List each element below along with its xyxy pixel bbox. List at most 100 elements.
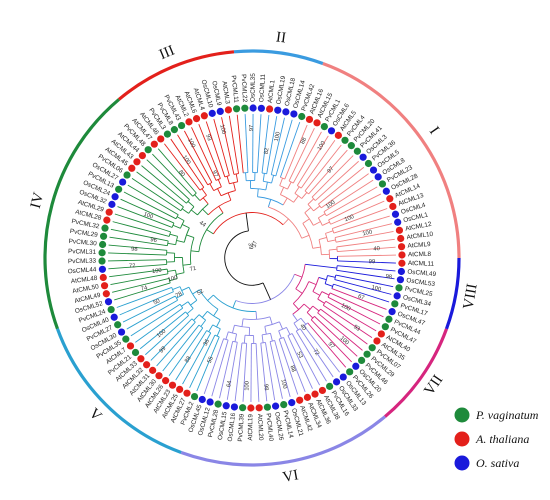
- leaf-dot: [137, 355, 144, 362]
- clade-label-viii: VIII: [461, 282, 481, 310]
- branch-line: [245, 114, 248, 172]
- branch-line: [313, 222, 320, 226]
- leaf-dot: [379, 180, 386, 187]
- leaf-dot: [306, 116, 313, 123]
- leaf-dot: [256, 404, 263, 411]
- bootstrap-label: 100: [167, 275, 178, 283]
- branch-line: [219, 206, 223, 213]
- leaf-label: AtCML10: [406, 231, 434, 241]
- bootstrap-label: 96: [150, 237, 157, 244]
- branch-line: [286, 327, 290, 334]
- branch-line: [173, 287, 180, 290]
- branch-line: [207, 230, 214, 234]
- branch-line: [272, 175, 274, 183]
- branch-line: [328, 240, 336, 242]
- leaf-dot: [100, 233, 107, 240]
- branch-line: [325, 284, 333, 287]
- leaf-dot: [139, 152, 146, 159]
- branch-line: [328, 297, 380, 324]
- branch-line: [168, 270, 176, 271]
- branch-line: [232, 325, 234, 333]
- branch-line: [325, 231, 333, 234]
- leaf-dot: [247, 404, 254, 411]
- branch-line: [244, 335, 245, 343]
- bootstrap-label: 98: [385, 274, 392, 281]
- branch-line: [322, 292, 329, 295]
- branch-line: [176, 331, 207, 381]
- branch-line: [216, 320, 220, 327]
- branch-line: [227, 342, 237, 400]
- branch-line: [261, 343, 267, 401]
- leaf-dot: [155, 372, 162, 379]
- leaf-label: OsCML44: [67, 266, 97, 275]
- leaf-dot: [111, 314, 118, 321]
- leaf-dot: [346, 368, 353, 375]
- leaf-dot: [363, 351, 370, 358]
- branch-line: [218, 189, 222, 196]
- branch-line: [322, 222, 329, 225]
- branch-line: [280, 178, 283, 185]
- leaf-dot: [207, 398, 214, 405]
- branch-line: [305, 208, 311, 213]
- branch-line: [170, 234, 178, 236]
- leaf-dot: [241, 105, 248, 112]
- leaf-dot: [304, 394, 311, 401]
- leaf-dot: [398, 268, 405, 275]
- branch-line: [182, 224, 189, 227]
- bootstrap-label: 100: [186, 138, 196, 149]
- branch-line: [319, 277, 327, 279]
- legend-label: P. vaginatum: [475, 408, 539, 422]
- bootstrap-label: 88: [184, 355, 193, 364]
- legend-label: A. thaliana: [475, 432, 529, 446]
- branch-line: [268, 199, 270, 207]
- leaf-dot: [225, 106, 232, 113]
- branch-line: [182, 209, 189, 214]
- branch-line: [293, 314, 298, 320]
- branch-line: [318, 214, 325, 218]
- leaf-dot: [111, 193, 118, 200]
- branch-line: [227, 176, 229, 184]
- leaf-dot: [398, 260, 405, 267]
- leaf-label: PvCML39: [237, 413, 246, 442]
- clade-arc-viii: [447, 258, 459, 329]
- bootstrap-label: 97: [211, 170, 219, 178]
- leaf-dot: [391, 300, 398, 307]
- bootstrap-label: 100: [344, 214, 355, 223]
- leaf-dot: [127, 342, 134, 349]
- bootstrap-values: 9940100100100971008810082971009310010080…: [129, 124, 392, 391]
- branch-line: [202, 311, 207, 317]
- branch-line: [329, 194, 381, 220]
- branch-line: [263, 173, 264, 181]
- leaf-dot: [298, 113, 305, 120]
- branch-line: [313, 247, 321, 248]
- branch-line: [337, 266, 395, 271]
- branch-line: [195, 195, 200, 201]
- branch-line: [289, 128, 314, 181]
- leaf-dot: [386, 195, 393, 202]
- bootstrap-label: 93: [352, 324, 361, 333]
- branch-line: [109, 245, 167, 250]
- leaf-dot: [103, 217, 110, 224]
- leaf-dot: [217, 108, 224, 115]
- branch-line: [302, 235, 309, 238]
- branch-line: [314, 316, 357, 356]
- leaf-label: PvCML31: [68, 248, 97, 256]
- leaf-dot: [118, 328, 125, 335]
- leaf-label: OsCML49: [407, 269, 437, 279]
- leaf-dot: [103, 290, 110, 297]
- leaf-dot: [365, 160, 372, 167]
- branch-line: [147, 160, 190, 200]
- branch-line: [209, 325, 213, 332]
- branch-line: [329, 249, 337, 250]
- leaf-label: OsCML35: [250, 73, 257, 102]
- leaf-dot: [199, 396, 206, 403]
- leaf-dot: [108, 306, 115, 313]
- leaf-dot: [171, 126, 178, 133]
- leaf-dot: [373, 337, 380, 344]
- branch-line: [271, 118, 284, 175]
- leaf-dot: [101, 282, 108, 289]
- leaf-dot: [258, 105, 265, 112]
- leaf-dot: [394, 219, 401, 226]
- leaf-dot: [274, 107, 281, 114]
